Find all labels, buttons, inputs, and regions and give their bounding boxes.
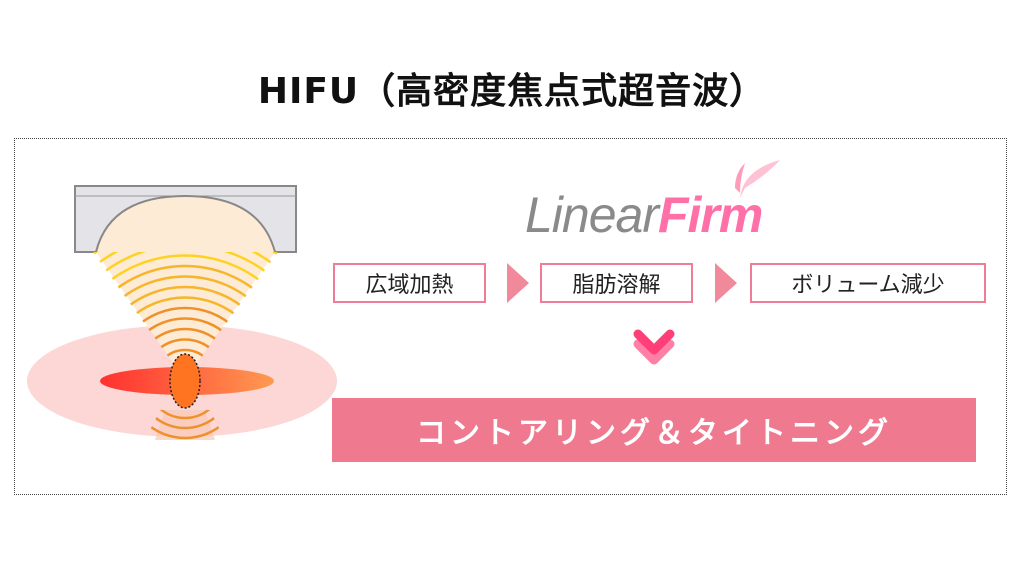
arrow-right-icon	[715, 263, 737, 303]
content-frame	[14, 138, 1007, 495]
step-fat-dissolution: 脂肪溶解	[540, 263, 693, 303]
wave-arc	[93, 285, 278, 380]
double-chevron-down-icon	[633, 329, 675, 365]
wave-arc	[143, 338, 227, 380]
linearfirm-logo: LinearFirm	[525, 186, 763, 244]
step-volume-reduction: ボリューム減少	[750, 263, 986, 303]
wave-arc	[93, 275, 278, 380]
logo-part1: Linear	[525, 187, 659, 243]
wave-arc	[93, 254, 278, 380]
focal-point	[169, 353, 201, 409]
wave-arc	[93, 264, 278, 380]
wave-arc	[132, 327, 238, 380]
result-banner: コントアリング＆タイトニング	[332, 398, 976, 462]
wave-arc	[145, 410, 225, 420]
page-title: HIFU（高密度焦点式超音波）	[257, 71, 767, 112]
wave-arc	[140, 410, 230, 430]
step-wide-heating: 広域加熱	[333, 263, 486, 303]
wave-arc	[122, 317, 248, 380]
wave-arc	[140, 410, 230, 440]
wave-arc	[153, 348, 217, 380]
logo-part2: Firm	[658, 187, 763, 243]
wave-arc	[111, 306, 259, 380]
arrow-right-icon	[507, 263, 529, 303]
wave-arc	[101, 296, 269, 380]
logo-leaf-icon	[735, 160, 780, 198]
